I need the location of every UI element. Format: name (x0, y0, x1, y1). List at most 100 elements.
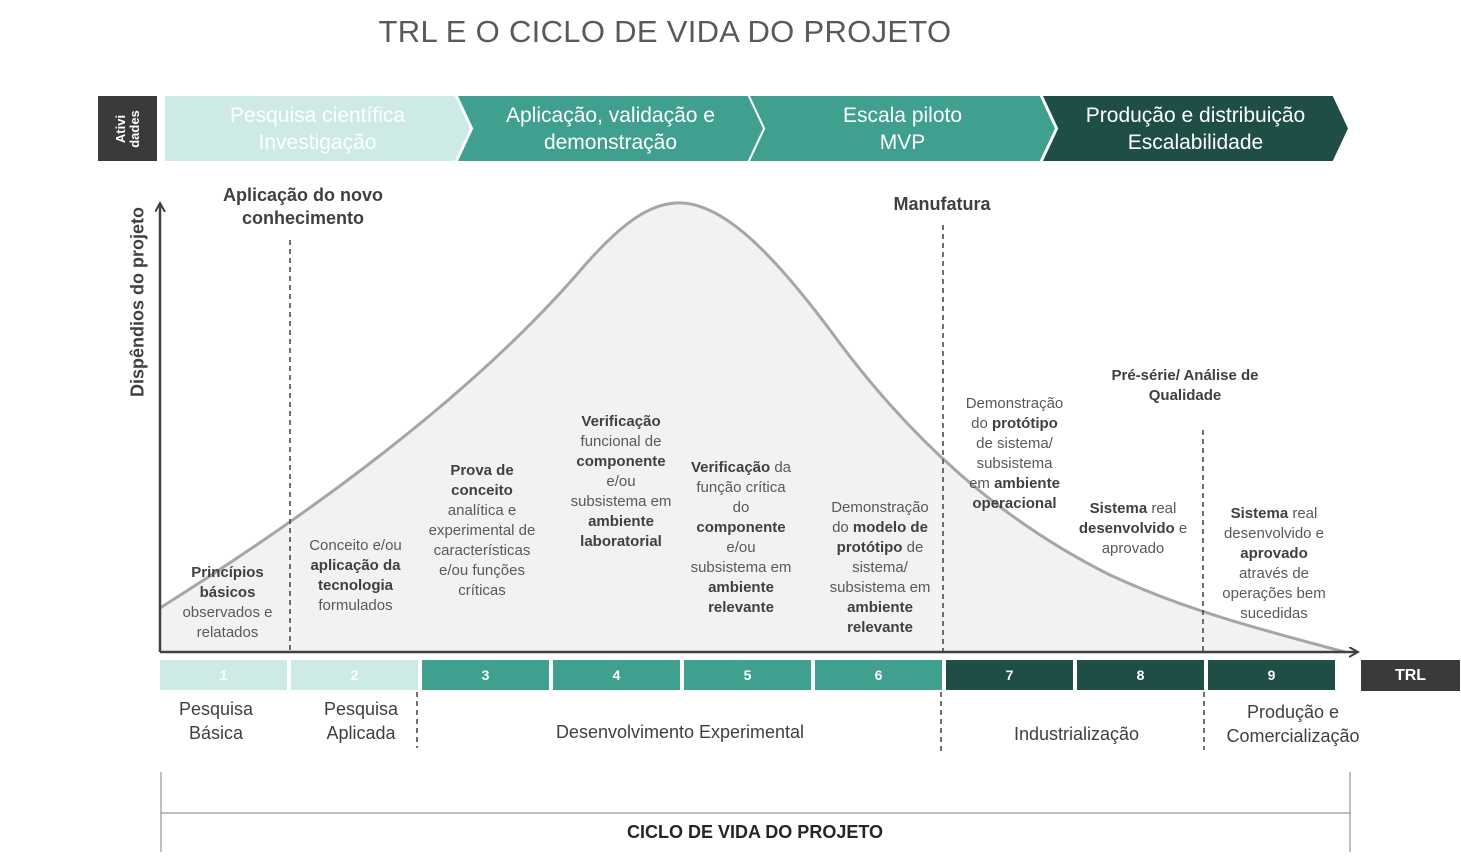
s3-t4: e/ou funções (439, 562, 525, 579)
s9-t5: sucedidas (1240, 605, 1308, 622)
s3-t1: analítica e (447, 502, 517, 519)
c1-line2: Básica (188, 723, 244, 743)
c2-line2: Aplicada (326, 723, 396, 743)
s4-t1: funcional de (580, 433, 662, 450)
trl-level-5: 5 (684, 660, 811, 690)
stage-8-description: Sistema real desenvolvido e aprovado (1068, 499, 1198, 559)
stage-5-description: Verificação da função crítica do compone… (676, 458, 806, 618)
s8-t2: e (1174, 520, 1188, 537)
s9-t3: através de (1238, 565, 1310, 582)
s6-b2: protótipo (836, 539, 903, 556)
phase-pesquisa: Pesquisa científica Investigação (165, 96, 470, 161)
phase-aplicacao: Aplicação, validação e demonstração (458, 96, 763, 161)
s7-t2: do (971, 415, 993, 432)
s6-b4: relevante (847, 619, 913, 636)
s7-b3: operacional (972, 495, 1057, 512)
s4-b1: Verificação (581, 413, 661, 430)
s5-t1: da (770, 459, 792, 476)
phase-escala-piloto: Escala piloto MVP (750, 96, 1055, 161)
c5-line2: Comercialização (1226, 726, 1360, 746)
c5-line1: Produção e (1246, 702, 1340, 722)
s9-t1: real (1288, 505, 1318, 522)
s3-b2: conceito (451, 482, 513, 499)
stage-2-description: Conceito e/ou aplicação da tecnologia fo… (293, 536, 418, 616)
s1-t2: relatados (196, 624, 259, 641)
category-desenvolvimento-experimental: Desenvolvimento Experimental (555, 722, 805, 742)
s9-b1: Sistema (1230, 505, 1289, 522)
label-aplicacao-line1: Aplicação do novo (222, 185, 384, 205)
s6-b1: modelo de (852, 519, 928, 536)
label-preserie-line1: Pré-série/ Análise de (1111, 367, 1259, 384)
c2-line1: Pesquisa (323, 699, 399, 719)
label-aplicacao-novo-conhecimento: Aplicação do novo conhecimento (193, 184, 413, 230)
s7-t4: subsistema (976, 455, 1053, 472)
s4-b2: componente (576, 453, 666, 470)
trl-level-1: 1 (160, 660, 287, 690)
s6-t2: do (832, 519, 853, 536)
s4-t3: subsistema em (570, 493, 672, 510)
s6-t1: Demonstração (831, 499, 929, 516)
phase-producao: Produção e distribuição Escalabilidade (1043, 96, 1348, 161)
s3-t2: experimental de (428, 522, 536, 539)
s5-b2: componente (696, 519, 786, 536)
category-pesquisa-basica: Pesquisa Básica (160, 697, 272, 745)
s9-t4: operações bem (1222, 585, 1326, 602)
s3-t3: características (433, 542, 531, 559)
s3-b1: Prova de (450, 462, 514, 479)
trl-level-7: 7 (946, 660, 1073, 690)
s7-t1: Demonstração (965, 395, 1064, 412)
s8-t3: aprovado (1101, 540, 1165, 557)
s4-b4: laboratorial (580, 533, 662, 550)
s9-b2: aprovado (1240, 545, 1308, 562)
trl-level-4: 4 (553, 660, 680, 690)
trl-level-9: 9 (1208, 660, 1335, 690)
s5-t2: função crítica (696, 479, 786, 496)
s7-b1: protótipo (992, 415, 1058, 432)
category-industrializacao: Industrialização (1013, 724, 1140, 744)
s6-t4: sistema/ (852, 559, 908, 576)
trl-tag: TRL (1361, 660, 1460, 691)
trl-level-8: 8 (1077, 660, 1204, 690)
stage-1-description: Princípios básicos observados e relatado… (160, 563, 295, 643)
s2-b2: tecnologia (317, 577, 393, 594)
stage-9-description: Sistema real desenvolvido e aprovado atr… (1210, 504, 1338, 624)
s1-b1: Princípios (191, 564, 264, 581)
s8-b1: Sistema (1089, 500, 1148, 517)
s6-b3: ambiente (847, 599, 913, 616)
s5-t3: do (732, 499, 750, 516)
s6-t3: de (902, 539, 924, 556)
stage-3-description: Prova de conceito analítica e experiment… (418, 461, 546, 601)
lifecycle-label: CICLO DE VIDA DO PROJETO (626, 822, 884, 842)
s5-b3: ambiente (708, 579, 774, 596)
s5-t5: subsistema em (690, 559, 792, 576)
label-aplicacao-line2: conhecimento (241, 208, 365, 228)
s5-t4: e/ou (726, 539, 756, 556)
stage-7-description: Demonstração do protótipo de sistema/ su… (952, 394, 1077, 514)
s7-t3: de sistema/ (976, 435, 1053, 452)
s3-t5: críticas (458, 582, 506, 599)
trl-level-6: 6 (815, 660, 942, 690)
label-pre-serie: Pré-série/ Análise de Qualidade (1080, 366, 1290, 406)
c1-line1: Pesquisa (178, 699, 254, 719)
s2-t1: Conceito e/ou (309, 537, 402, 554)
category-producao-comercializacao: Produção e Comercialização (1210, 700, 1376, 748)
s1-t1: observados e (182, 604, 273, 621)
label-manufatura: Manufatura (893, 194, 991, 214)
s8-t1: real (1147, 500, 1177, 517)
s2-b1: aplicação da (310, 557, 401, 574)
s9-t2: desenvolvido e (1223, 525, 1325, 542)
trl-level-2: 2 (291, 660, 418, 690)
category-pesquisa-aplicada: Pesquisa Aplicada (300, 697, 422, 745)
s7-b2: ambiente (994, 475, 1060, 492)
y-axis-label: Dispêndios do projeto (127, 206, 148, 398)
s5-b4: relevante (708, 599, 774, 616)
spending-curve-area (160, 202, 1345, 652)
s8-b2: desenvolvido (1078, 520, 1175, 537)
s4-t2: e/ou (606, 473, 636, 490)
stage-6-description: Demonstração do modelo de protótipo de s… (814, 498, 946, 638)
stage-4-description: Verificação funcional de componente e/ou… (556, 412, 686, 552)
s4-b3: ambiente (588, 513, 654, 530)
trl-level-3: 3 (422, 660, 549, 690)
